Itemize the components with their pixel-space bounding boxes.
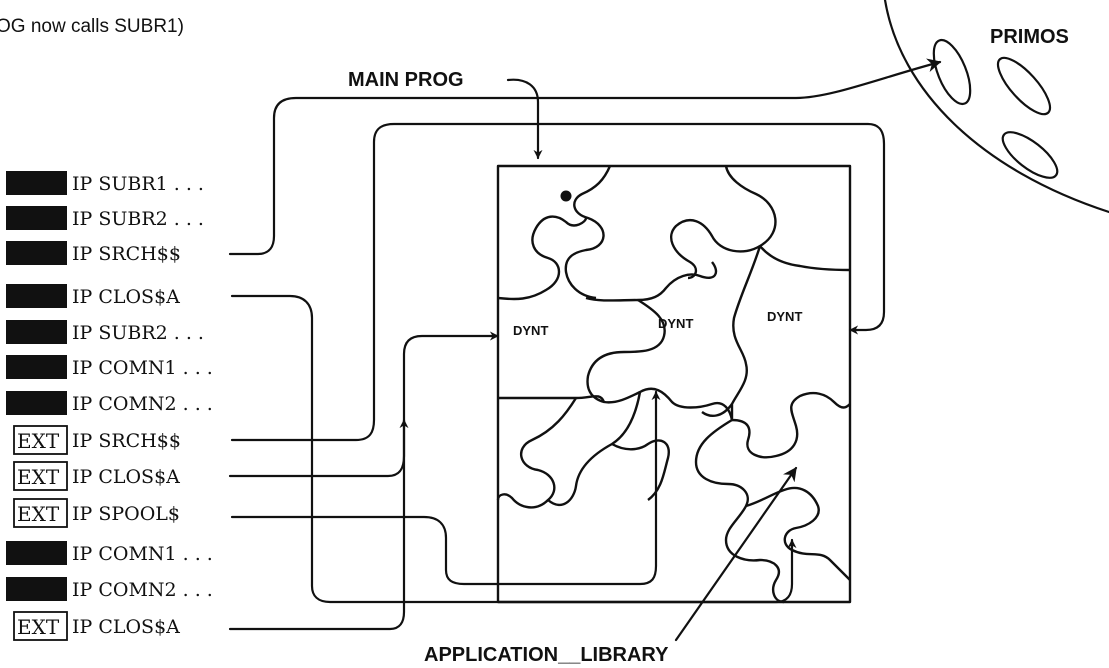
puzzle-cuts bbox=[498, 166, 850, 602]
entry-10-tag: EXT bbox=[17, 502, 60, 526]
primos-oval-3 bbox=[996, 124, 1064, 185]
entry-8-tag: EXT bbox=[17, 429, 60, 453]
connector-clos-to-bottom bbox=[232, 296, 792, 602]
entry-12-text: IP COMN2 . . . bbox=[72, 579, 213, 601]
entry-2-text: IP SUBR2 . . . bbox=[72, 208, 204, 230]
main-prog-label: MAIN PROG bbox=[348, 69, 464, 91]
entry-9-tag: EXT bbox=[17, 465, 60, 489]
dynt-label-1: DYNT bbox=[513, 323, 548, 338]
origin-dot bbox=[561, 191, 572, 202]
connector-srch-to-primos bbox=[230, 62, 940, 254]
connector-ext-clos-to-dynt bbox=[230, 336, 498, 476]
entry-9-text: IP CLOS$A bbox=[72, 466, 180, 488]
entry-5-text: IP SUBR2 . . . bbox=[72, 322, 204, 344]
main-prog-arrow bbox=[508, 80, 538, 158]
entry-markers bbox=[6, 171, 67, 640]
caption-text: OG now calls SUBR1) bbox=[0, 16, 184, 37]
entry-13-text: IP CLOS$A bbox=[72, 616, 180, 638]
entry-6-text: IP COMN1 . . . bbox=[72, 357, 213, 379]
primos-oval-1 bbox=[926, 35, 977, 109]
entry-8-text: IP SRCH$$ bbox=[72, 430, 181, 452]
puzzle-outline bbox=[498, 166, 850, 602]
primos-label: PRIMOS bbox=[990, 26, 1069, 48]
entry-7-text: IP COMN2 . . . bbox=[72, 393, 213, 415]
entry-3-text: IP SRCH$$ bbox=[72, 243, 181, 265]
dynt-label-3: DYNT bbox=[767, 309, 802, 324]
entry-4-text: IP CLOS$A bbox=[72, 286, 180, 308]
entry-1-text: IP SUBR1 . . . bbox=[72, 173, 204, 195]
connector-ext-spool-to-middle bbox=[232, 392, 656, 584]
application-library-arrow bbox=[676, 468, 796, 640]
dynt-label-2: DYNT bbox=[658, 316, 693, 331]
application-library-label: APPLICATION__LIBRARY bbox=[424, 644, 669, 666]
entry-13-tag: EXT bbox=[17, 615, 60, 639]
primos-oval-2 bbox=[990, 51, 1057, 122]
entry-11-text: IP COMN1 . . . bbox=[72, 543, 213, 565]
entry-10-text: IP SPOOL$ bbox=[72, 503, 180, 525]
connector-ext-srch-to-right bbox=[232, 124, 884, 440]
